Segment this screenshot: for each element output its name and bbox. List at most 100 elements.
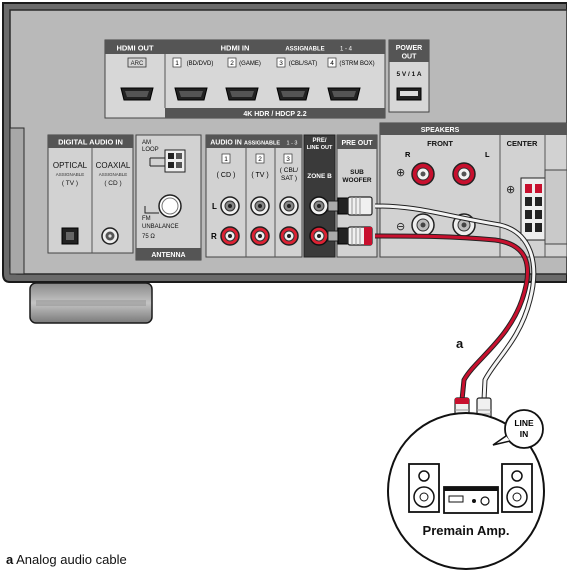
center-speaker-terminal[interactable] <box>520 177 546 241</box>
line-in-label-2: IN <box>520 429 529 439</box>
fm-ohm-label: 75 Ω <box>142 234 155 240</box>
antenna-title: ANTENNA <box>151 252 185 259</box>
zone-b-right-plug <box>327 226 373 246</box>
usb-power-port[interactable] <box>396 87 422 101</box>
front-left-plus-terminal[interactable] <box>452 162 476 186</box>
line-in-bubble: LINE IN <box>492 409 544 449</box>
hdmi-section: HDMI OUT HDMI IN ASSIGNABLE 1 - 4 ARC 1 … <box>104 39 386 119</box>
svg-text:2: 2 <box>230 60 234 67</box>
hdmi-arc-label: ARC <box>131 61 144 67</box>
optical-assignable: ASSIGNABLE <box>56 172 85 177</box>
hdmi-in-1-label: (BD/DVD) <box>187 61 214 67</box>
power-out-section: POWER OUT 5 V / 1 A <box>388 39 430 113</box>
audio-in-2-left-jack[interactable] <box>250 196 270 216</box>
audio-in-1-right-jack[interactable] <box>220 226 240 246</box>
audio-in-section: AUDIO IN ASSIGNABLE 1 - 3 1 ( CD ) 2 ( T… <box>205 134 303 258</box>
analog-audio-cable: a <box>374 203 537 401</box>
audio-in-1-left-jack[interactable] <box>220 196 240 216</box>
coaxial-source: ( CD ) <box>104 180 121 187</box>
optical-source: ( TV ) <box>62 180 78 187</box>
subwoofer-label-1: SUB <box>350 169 364 176</box>
caption-letter: a <box>6 552 14 567</box>
hdmi-in-3-port[interactable] <box>276 87 310 101</box>
digital-audio-in-title: DIGITAL AUDIO IN <box>58 138 123 147</box>
svg-text:2: 2 <box>258 156 262 163</box>
line-in-label-1: LINE <box>514 418 534 428</box>
am-loop-terminal[interactable] <box>149 149 186 173</box>
audio-in-assignable-range: 1 - 3 <box>286 141 297 147</box>
optical-port[interactable] <box>61 227 79 245</box>
audio-in-left-label: L <box>212 202 217 211</box>
digital-audio-in-section: DIGITAL AUDIO IN OPTICAL ASSIGNABLE ( TV… <box>47 134 134 254</box>
svg-text:3: 3 <box>286 156 290 163</box>
front-minus-label: ⊖ <box>396 221 405 233</box>
audio-in-1-label: ( CD ) <box>217 172 236 179</box>
pre-line-out-title-2: LINE OUT <box>307 145 333 151</box>
hdmi-in-2-label: (GAME) <box>239 61 261 67</box>
fm-unbalance-label: UNBALANCE <box>142 224 179 230</box>
front-r-label: R <box>405 150 411 159</box>
am-loop-label-2: LOOP <box>142 147 159 153</box>
cable-label: a <box>456 336 464 351</box>
premain-amp-label: Premain Amp. <box>423 523 510 538</box>
zone-b-label: ZONE B <box>307 173 332 180</box>
amplifier-icon <box>443 486 499 514</box>
hdmi-in-2-port[interactable] <box>225 87 259 101</box>
left-speaker-icon <box>408 463 440 513</box>
premain-amp-illustration: LINE IN Premain Amp. <box>387 409 545 570</box>
hdmi-in-title: HDMI IN <box>221 44 250 53</box>
audio-in-3-right-jack[interactable] <box>279 226 299 246</box>
audio-in-title: AUDIO IN <box>210 140 242 147</box>
svg-text:1: 1 <box>175 60 179 67</box>
audio-in-right-label: R <box>211 232 217 241</box>
center-label: CENTER <box>507 139 538 148</box>
hdmi-out-title: HDMI OUT <box>116 44 153 53</box>
caption-text: Analog audio cable <box>16 552 127 567</box>
audio-in-assignable: ASSIGNABLE <box>244 141 280 147</box>
front-plus-label: ⊕ <box>396 167 405 179</box>
fm-label: FM <box>142 216 151 222</box>
front-right-plus-terminal[interactable] <box>411 162 435 186</box>
coaxial-label: COAXIAL <box>96 161 131 170</box>
audio-in-3-label-2: SAT ) <box>281 175 297 182</box>
pre-line-out-title-1: PRE/ <box>312 138 326 144</box>
zone-b-right-jack[interactable] <box>309 226 329 246</box>
hdmi-in-3-label: (CBL/SAT) <box>289 61 318 67</box>
optical-label: OPTICAL <box>53 161 88 170</box>
antenna-section: AM LOOP FM UNBALANCE 75 Ω ANTENNA <box>135 134 202 261</box>
audio-in-3-label-1: ( CBL/ <box>280 167 299 174</box>
center-plus-label: ⊕ <box>506 184 515 196</box>
zone-b-left-jack[interactable] <box>309 196 329 216</box>
hdmi-footer-label: 4K HDR / HDCP 2.2 <box>243 111 306 118</box>
figure-caption: a Analog audio cable <box>6 552 127 567</box>
svg-text:1: 1 <box>224 156 228 163</box>
audio-in-3-left-jack[interactable] <box>279 196 299 216</box>
hdmi-in-assignable: ASSIGNABLE <box>285 47 324 53</box>
right-speaker-icon <box>501 463 533 513</box>
power-out-rating: 5 V / 1 A <box>396 71 421 78</box>
coaxial-port[interactable] <box>101 227 119 245</box>
hdmi-in-4-label: (STRM BOX) <box>339 61 374 67</box>
front-l-label: L <box>485 150 490 159</box>
hdmi-in-1-port[interactable] <box>174 87 208 101</box>
speakers-title: SPEAKERS <box>421 127 460 134</box>
power-out-title-1: POWER <box>396 45 422 52</box>
hdmi-out-port[interactable] <box>120 87 154 101</box>
hdmi-in-4-port[interactable] <box>327 87 361 101</box>
svg-text:3: 3 <box>279 60 283 67</box>
am-loop-label-1: AM <box>142 140 151 146</box>
fm-antenna-port[interactable] <box>158 194 182 218</box>
hdmi-in-labels: 1 (BD/DVD) 2 (GAME) 3 (CBL/SAT) 4 (STRM … <box>172 57 375 68</box>
front-right-minus-terminal[interactable] <box>411 213 435 237</box>
zone-b-left-plug <box>327 196 373 216</box>
hdmi-in-assignable-range: 1 - 4 <box>340 47 353 53</box>
coaxial-assignable: ASSIGNABLE <box>99 172 128 177</box>
audio-in-2-label: ( TV ) <box>251 172 268 179</box>
audio-in-2-right-jack[interactable] <box>250 226 270 246</box>
pre-out-title: PRE OUT <box>341 140 373 147</box>
power-out-title-2: OUT <box>402 54 418 61</box>
svg-text:4: 4 <box>330 60 334 67</box>
subwoofer-label-2: WOOFER <box>342 177 372 184</box>
front-label: FRONT <box>427 139 453 148</box>
